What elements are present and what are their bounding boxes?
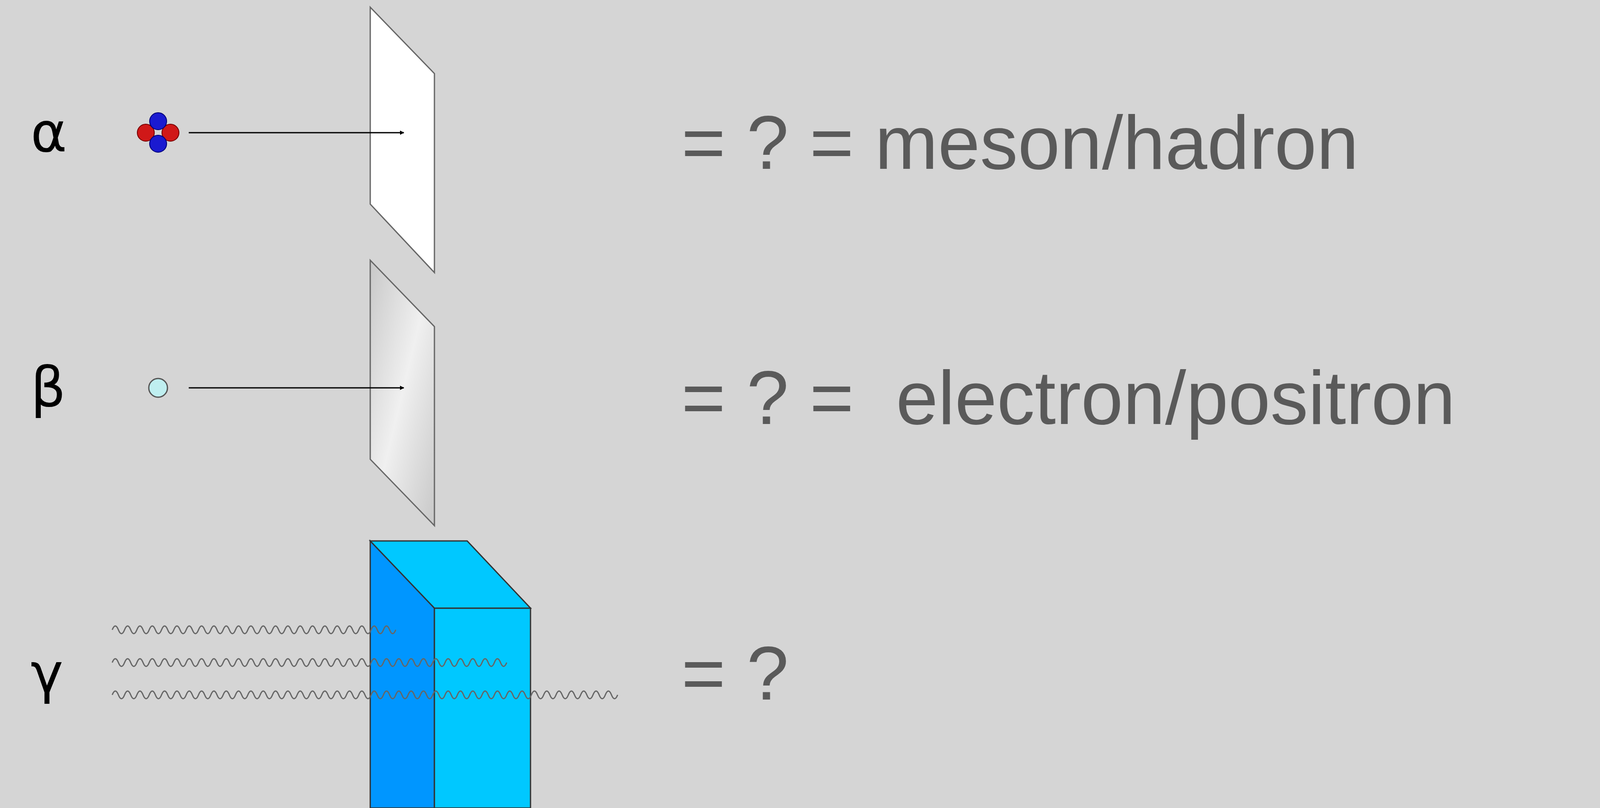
radiation-symbol: γ: [30, 641, 64, 706]
radiation-symbol: α: [30, 100, 68, 165]
gamma-wave: [112, 690, 618, 699]
gamma-waves: [112, 625, 618, 699]
alpha-path-arrow: [188, 132, 404, 134]
aluminium-sheet: [370, 260, 435, 526]
alpha-particle: [137, 112, 179, 153]
gamma-wave: [112, 658, 507, 667]
radiation-symbol: β: [30, 355, 66, 420]
equation-text: = ? = meson/hadron: [681, 99, 1359, 187]
gamma-wave: [112, 625, 396, 634]
beta-particle: [148, 378, 168, 398]
equation-text: = ?: [681, 629, 789, 718]
lead-block: [370, 540, 531, 808]
equation-text: = ? = electron/positron: [681, 354, 1456, 442]
beta-path-arrow: [188, 387, 404, 389]
paper-sheet: [370, 7, 435, 273]
